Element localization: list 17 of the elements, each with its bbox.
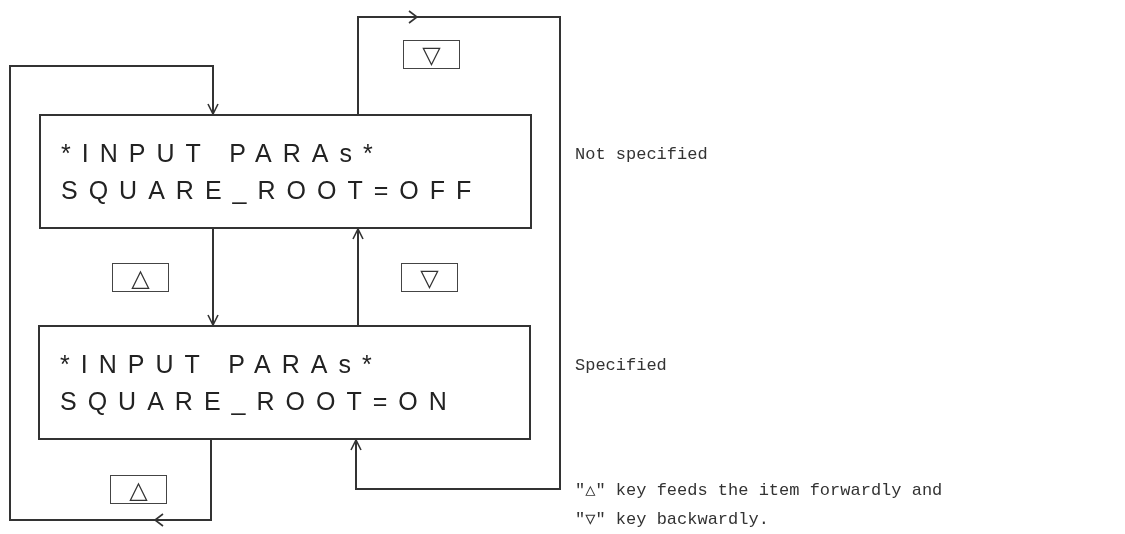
arrow [207, 228, 219, 326]
arrow [350, 16, 561, 490]
display-box [39, 114, 532, 229]
key-label: ▽ [401, 263, 458, 292]
display-box [38, 325, 531, 440]
display-line: SQUARE_ROOT=OFF [61, 174, 483, 206]
key-label: △ [112, 263, 169, 292]
display-line: *INPUT PARAs* [60, 348, 383, 380]
state-note: Not specified [575, 144, 708, 164]
display-line: SQUARE_ROOT=ON [60, 385, 458, 417]
key-label: △ [110, 475, 167, 505]
state-note: Specified [575, 355, 667, 375]
display-line: *INPUT PARAs* [61, 137, 384, 169]
key-label: ▽ [403, 40, 460, 70]
note-text: "△" key feeds the item forwardly and "▽" key backwardly. [575, 480, 944, 531]
arrow [352, 228, 364, 326]
arrow [9, 65, 219, 521]
